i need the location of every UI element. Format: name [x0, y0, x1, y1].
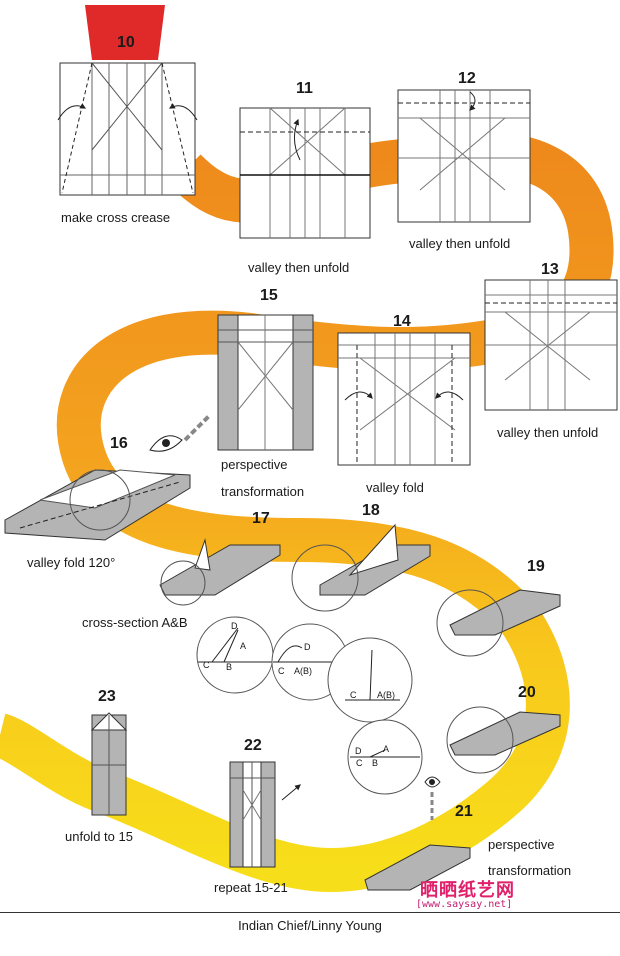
- cross-label-c3: C: [350, 690, 357, 700]
- cross-label-c4: C: [356, 758, 363, 768]
- caption-step-21-line2: transformation: [488, 863, 572, 878]
- step-number-10: 10: [117, 34, 135, 51]
- step-12-diagram: [397, 89, 531, 223]
- watermark-url: [www.saysay.net]: [416, 899, 513, 910]
- step-18-diagram: [291, 523, 431, 612]
- step-22-diagram: [229, 761, 301, 868]
- caption-step-10: make cross crease: [61, 210, 171, 225]
- step-15-diagram: [217, 314, 314, 451]
- step-number-20: 20: [518, 684, 536, 701]
- caption-step-16: valley fold 120°: [27, 555, 116, 570]
- watermark-title: 晒晒纸艺网: [420, 880, 515, 900]
- caption-step-11: valley then unfold: [248, 260, 350, 275]
- eye-icon: [149, 413, 212, 452]
- caption-step-23: unfold to 15: [65, 829, 133, 844]
- step-11-diagram: [239, 107, 371, 239]
- caption-step-15-line1: perspective: [221, 457, 288, 472]
- step-10-diagram: [57, 5, 198, 196]
- cross-label-d1: D: [231, 621, 238, 631]
- cross-label-ab2: A(B): [294, 666, 312, 676]
- footer-credit: Indian Chief/Linny Young: [238, 918, 382, 933]
- cross-label-b1: B: [226, 662, 233, 672]
- step-number-19: 19: [527, 558, 545, 575]
- cross-label-a4: A: [383, 744, 390, 754]
- cross-label-d4: D: [355, 746, 362, 756]
- cross-label-c2: C: [278, 666, 285, 676]
- step-13-diagram: [484, 279, 618, 411]
- step-number-17: 17: [252, 510, 270, 527]
- cross-label-ab3: A(B): [377, 690, 395, 700]
- step-number-23: 23: [98, 688, 116, 705]
- step-number-15: 15: [260, 287, 278, 304]
- cross-label-c1: C: [203, 660, 210, 670]
- eye-icon-step-21: [424, 776, 441, 820]
- step-number-16: 16: [110, 435, 128, 452]
- step-number-18: 18: [362, 502, 380, 519]
- step-16-diagram: [4, 469, 191, 541]
- step-14-diagram: [337, 332, 471, 466]
- step-number-11: 11: [296, 80, 313, 97]
- cross-section-diagrams: [196, 616, 423, 795]
- cross-label-a1: A: [240, 641, 247, 651]
- cross-label-d2: D: [304, 642, 311, 652]
- step-23-diagram: [90, 712, 128, 816]
- caption-step-15-line2: transformation: [221, 484, 305, 499]
- step-number-14: 14: [393, 313, 411, 330]
- caption-step-14: valley fold: [366, 480, 424, 495]
- step-20-diagram: [446, 706, 561, 774]
- step-19-diagram: [436, 589, 561, 657]
- step-number-21: 21: [455, 803, 473, 820]
- step-number-22: 22: [244, 737, 262, 754]
- step-21-diagram: [364, 844, 471, 891]
- caption-step-17: cross-section A&B: [82, 615, 188, 630]
- caption-step-22: repeat 15-21: [214, 880, 288, 895]
- caption-step-21-line1: perspective: [488, 837, 555, 852]
- cross-label-b4: B: [372, 758, 379, 768]
- step-number-12: 12: [458, 70, 476, 87]
- step-17-diagram: [159, 538, 281, 606]
- caption-step-12: valley then unfold: [409, 236, 511, 251]
- caption-step-13: valley then unfold: [497, 425, 599, 440]
- step-number-13: 13: [541, 261, 559, 278]
- footer-divider: [0, 912, 620, 913]
